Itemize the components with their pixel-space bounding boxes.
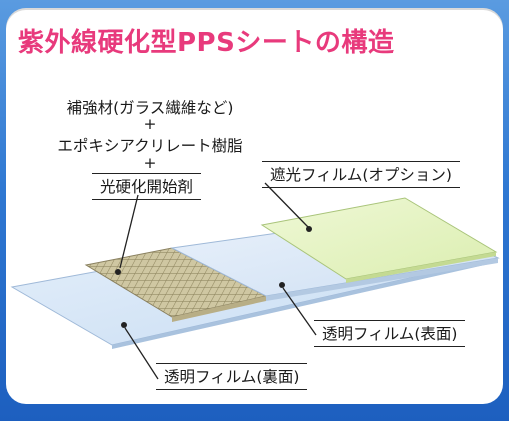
leader-composition	[115, 194, 139, 275]
leader-clear-film-back	[121, 322, 159, 380]
back-film-edge	[112, 258, 498, 349]
composition-line-reinforcement: 補強材(ガラス繊維など)	[66, 99, 234, 117]
diagram-panel: 紫外線硬化型PPSシートの構造 補強材(ガラス繊維など) + エポキシアクリレー…	[6, 8, 503, 404]
composition-plus-1: +	[143, 115, 157, 133]
mesh-edge	[172, 296, 266, 322]
label-clear-film-back: 透明フィルム(裏面)	[156, 363, 308, 390]
shading-film-edge	[346, 252, 496, 283]
composition-line-photoinitiator: 光硬化開始剤	[92, 173, 202, 200]
label-shading-film: 遮光フィルム(オプション)	[262, 161, 460, 188]
label-clear-film-front: 透明フィルム(表面)	[314, 320, 466, 347]
front-film-edge	[266, 258, 498, 301]
leader-clear-film-front	[279, 282, 317, 336]
composition-plus-2: +	[143, 154, 157, 172]
composition-line-resin: エポキシアクリレート樹脂	[57, 137, 243, 155]
diagram-title: 紫外線硬化型PPSシートの構造	[18, 28, 395, 58]
leader-shading-film	[264, 182, 312, 232]
